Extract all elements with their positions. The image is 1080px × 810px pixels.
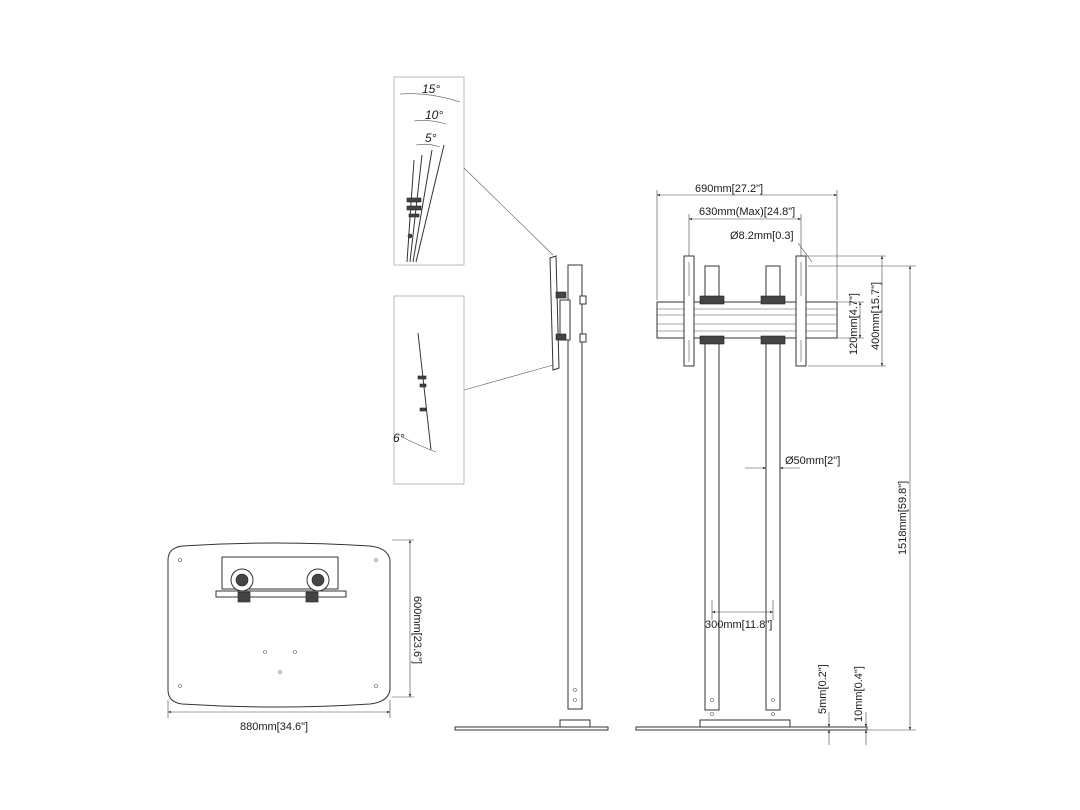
tilt-angle-5: 5°: [425, 131, 437, 145]
overall-width-label: 690mm[27.2"]: [695, 183, 763, 195]
pole-diameter-label: Ø50mm[2"]: [785, 455, 840, 467]
plate-thickness-label: 5mm[0.2"]: [817, 664, 829, 714]
tilt-detail-box: 15° 10° 5°: [393, 76, 554, 266]
base-depth-label: 600mm[23.6"]: [411, 596, 423, 664]
floor-clearance-label: 10mm[0.4"]: [853, 666, 865, 722]
total-height-label: 1518mm[59.8"]: [897, 481, 909, 555]
base-plate-top-view: 880mm[34.6"] 600mm[23.6"]: [167, 539, 423, 733]
base-width-label: 880mm[34.6"]: [240, 721, 308, 733]
max-tilt-angle: 6°: [393, 431, 405, 445]
front-view: 690mm[27.2"] 630mm(Max)[24.8"] Ø8.2mm[0.…: [635, 183, 916, 745]
hole-diameter-label: Ø8.2mm[0.3]: [730, 230, 794, 242]
pole-spacing-label: 300mm[11.8"]: [705, 619, 772, 631]
rail-height-label: 120mm[4.7"]: [848, 293, 860, 355]
side-view: [454, 255, 609, 731]
max-tilt-detail-box: 6°: [393, 295, 554, 485]
bracket-height-label: 400mm[15.7"]: [870, 282, 882, 350]
tilt-angle-15: 15°: [422, 82, 440, 96]
tilt-angle-10: 10°: [425, 108, 443, 122]
bracket-width-label: 630mm(Max)[24.8"]: [699, 206, 795, 218]
